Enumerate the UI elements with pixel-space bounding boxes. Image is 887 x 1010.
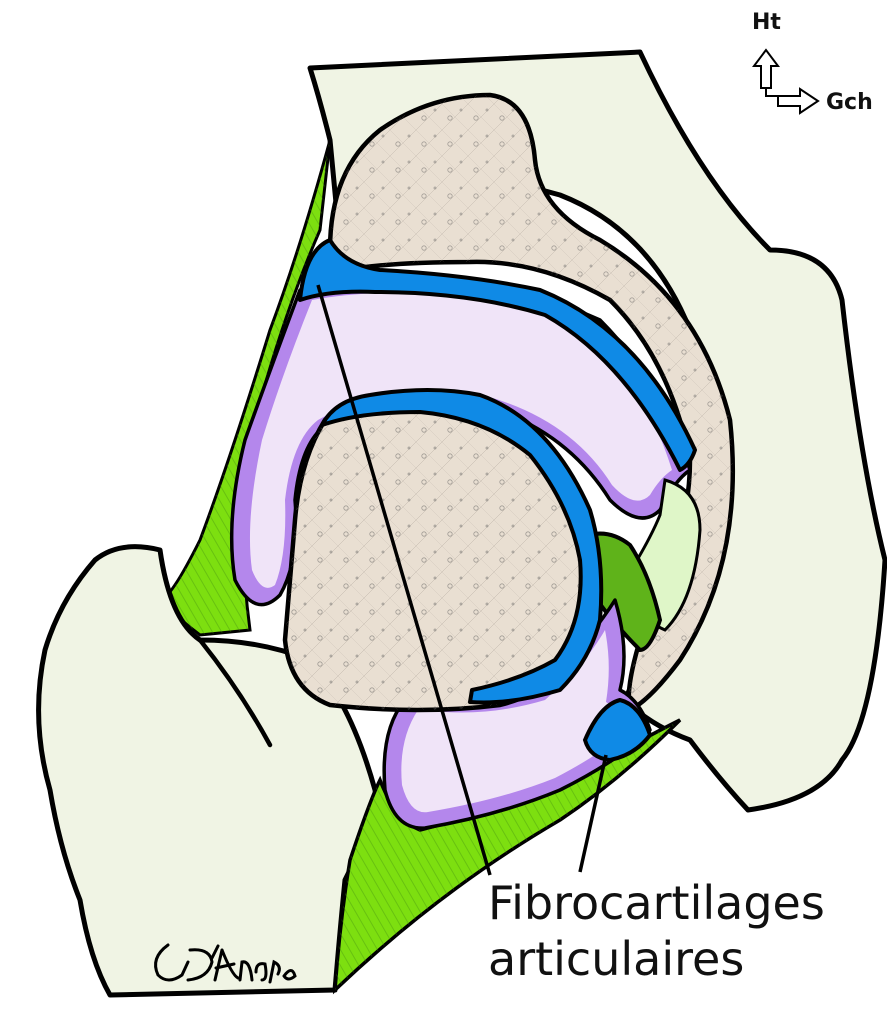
caption-line-1: Fibrocartilages [488, 880, 825, 926]
arrow-up-icon [754, 50, 778, 88]
arrow-left-icon [778, 89, 818, 113]
caption-line-2: articulaires [488, 936, 744, 982]
orientation-left-label: Gch [826, 92, 873, 114]
orientation-up-label: Ht [752, 12, 781, 34]
arrow-corner-icon [766, 88, 778, 96]
